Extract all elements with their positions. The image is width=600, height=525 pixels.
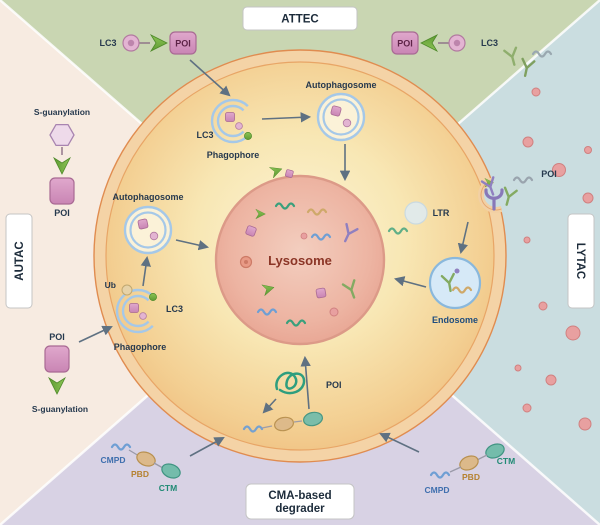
ub-label: Ub [105,280,116,290]
phagophore-top-lc3-label: LC3 [196,130,213,140]
lysosome-label: Lysosome [268,253,332,268]
lytac-title: LYTAC [574,243,586,279]
cma-title-box: CMA-based degrader [245,483,355,520]
cargo-icon [129,303,139,313]
flow-arrows [78,59,469,457]
poi-block-icon [44,345,70,373]
autac-degrader-bottom: POI S-guanylation [32,332,88,414]
autac-top-poi-label: POI [54,208,70,218]
ctm-left-label: CTM [159,483,177,493]
lytac-poi-label: POI [541,169,557,179]
endosome-label: Endosome [432,315,478,325]
sguanylation-bottom-label: S-guanylation [32,404,88,414]
lysosome: Lysosome [214,174,386,346]
autac-title: AUTAC [14,241,26,280]
cargo-icon [225,112,235,122]
endosome: Endosome [428,256,482,325]
attec-title: ATTEC [281,14,318,26]
lysosome-contents [239,202,361,327]
pbd-right-label: PBD [462,472,480,482]
attec-left-poi-label: POI [175,39,191,49]
poi-knot-icon [275,371,306,395]
cargo-icon [137,218,149,230]
cargo-icon [330,105,342,117]
autophagosome-top: Autophagosome [306,80,494,188]
autophagosome-top-label: Autophagosome [306,80,377,90]
cma-chain-intracellular [242,410,325,433]
attec-degrader-left: LC3 POI [99,31,197,55]
attec-right-lc3-label: LC3 [481,38,498,48]
autac-title-box: AUTAC [5,213,33,309]
poi-knot: POI [275,371,342,395]
sguanylation-hexagon-icon [49,123,75,147]
ctm-right-label: CTM [497,456,515,466]
attec-right-poi-label: POI [397,39,413,49]
phagophore-left: Ub LC3 Phagophore [105,280,183,352]
cma-degrader-right: CTM PBD CMPD [424,440,515,495]
autophagosome-left: Autophagosome [113,192,184,255]
autophagosome-left-label: Autophagosome [113,192,184,202]
phagophore-left-lc3-label: LC3 [166,304,183,314]
attec-left-lc3-label: LC3 [99,38,116,48]
phagophore-top: LC3 Phagophore [196,98,260,160]
lc3-dot-icon [244,132,252,140]
cma-title-line2: degrader [275,503,325,515]
cma-degrader-left: CMPD PBD CTM [100,443,183,493]
ubiquitin-icon [121,284,133,296]
phagophore-top-label: Phagophore [207,150,260,160]
pink-particles [514,87,594,431]
lc3-ligand-icon [122,34,140,52]
cma-title-line1: CMA-based [268,490,331,502]
lc3-ligand-icon [448,34,466,52]
attec-degrader-right: POI LC3 [391,31,498,55]
vesicle-icon [404,201,428,225]
cmpd-left-label: CMPD [100,455,125,465]
lc3-dot-icon [149,293,157,301]
cma-poi-label: POI [326,380,342,390]
ltr-label: LTR [433,208,450,218]
attec-title-box: ATTEC [242,6,358,31]
autac-bottom-poi-label: POI [49,332,65,342]
lytac-title-box: LYTAC [567,213,595,309]
lytac-poi-cluster: POI [480,169,557,208]
autac-degrader-top: S-guanylation POI [34,107,90,218]
phagophore-left-label: Phagophore [114,342,167,352]
poi-block-icon [49,177,75,205]
cmpd-right-label: CMPD [424,485,449,495]
pbd-left-label: PBD [131,469,149,479]
sguanylation-top-label: S-guanylation [34,107,90,117]
cytoplasm-particles [269,163,409,235]
